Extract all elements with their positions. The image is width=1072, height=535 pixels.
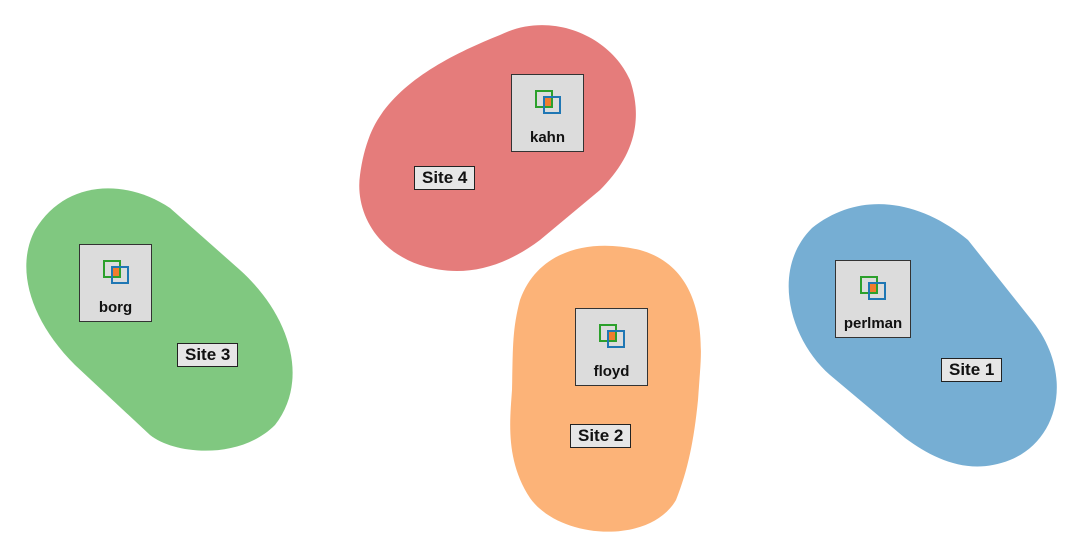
site-4-region[interactable] <box>359 25 636 272</box>
node-kahn[interactable]: kahn <box>511 74 584 152</box>
node-windows-icon <box>534 90 561 114</box>
site-4-label[interactable]: Site 4 <box>414 166 476 190</box>
node-floyd[interactable]: floyd <box>575 308 648 386</box>
site-3-region[interactable] <box>26 188 293 451</box>
node-windows-icon <box>598 324 625 348</box>
node-windows-icon <box>102 260 129 284</box>
site-1-label[interactable]: Site 1 <box>941 358 1003 382</box>
site-2-label[interactable]: Site 2 <box>570 424 632 448</box>
site-3-label[interactable]: Site 3 <box>177 343 239 367</box>
node-name-label: perlman <box>843 315 903 332</box>
node-borg[interactable]: borg <box>79 244 152 322</box>
node-name-label: floyd <box>593 363 630 380</box>
node-perlman[interactable]: perlman <box>835 260 911 338</box>
node-name-label: kahn <box>529 129 565 146</box>
node-name-label: borg <box>98 299 133 316</box>
site-1-region[interactable] <box>788 204 1057 467</box>
node-windows-icon <box>860 276 886 300</box>
site-2-region[interactable] <box>510 245 701 532</box>
